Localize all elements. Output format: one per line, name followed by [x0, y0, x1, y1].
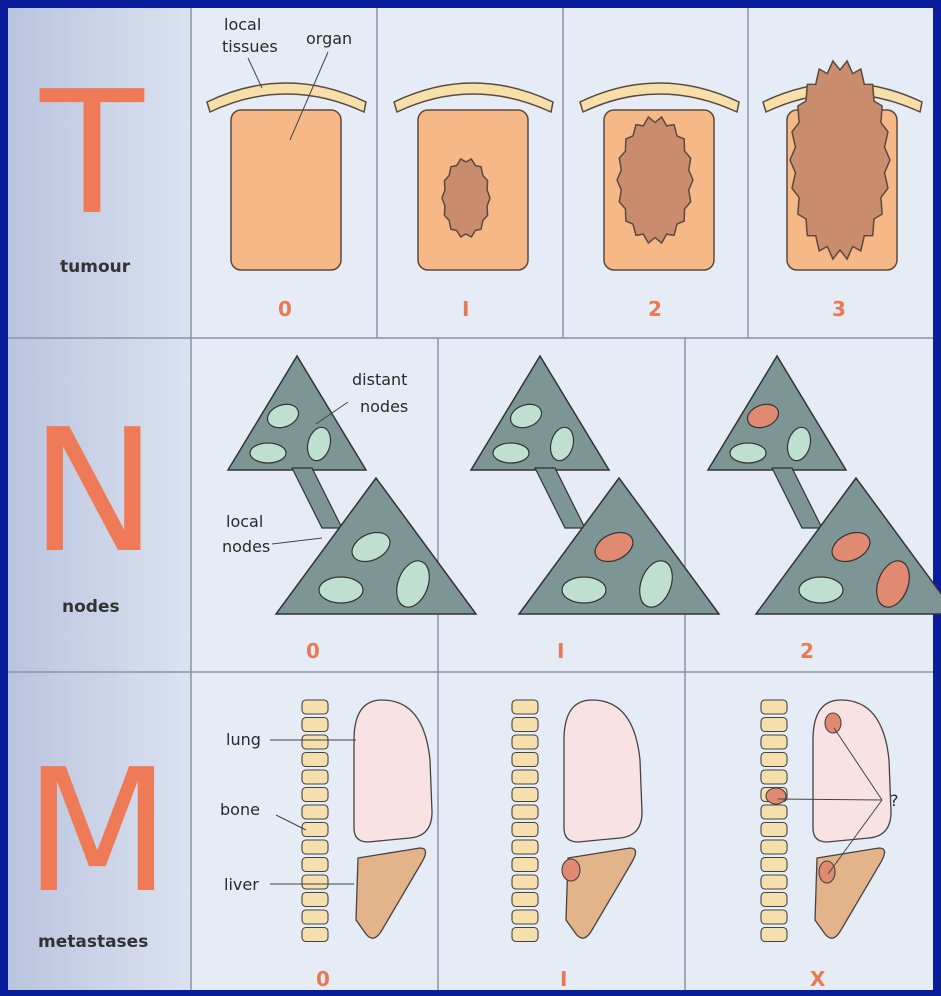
vertebra [761, 910, 787, 924]
vertebra [302, 928, 328, 942]
vertebra [302, 805, 328, 819]
vertebra [512, 735, 538, 749]
question-mark-label: ? [890, 791, 899, 810]
metastases-stage-0-label: 0 [316, 967, 330, 991]
vertebra [302, 910, 328, 924]
local-nodes-label-line2: nodes [222, 537, 270, 556]
tumour-stage-3-label: 3 [832, 297, 846, 321]
metastases-stage-x-label: X [810, 967, 826, 991]
vertebra [761, 858, 787, 872]
local-tissues-label-line1: local [224, 15, 261, 34]
lung-metastasis [825, 713, 841, 733]
vertebra [512, 770, 538, 784]
lung-label: lung [226, 730, 261, 749]
liver-metastasis [819, 861, 835, 883]
vertebra [302, 735, 328, 749]
m-letter: M [24, 733, 171, 931]
liver-metastasis [562, 859, 580, 881]
vertebra [761, 700, 787, 714]
bone-label: bone [220, 800, 260, 819]
local-node [799, 577, 843, 603]
vertebra [302, 770, 328, 784]
distant-node [730, 443, 766, 463]
vertebra [512, 858, 538, 872]
distant-nodes-label-line2: nodes [360, 397, 408, 416]
vertebra [761, 805, 787, 819]
vertebra [512, 753, 538, 767]
t-letter: T [39, 55, 145, 253]
metastases-label: metastases [38, 932, 148, 952]
tumour-stage-2-label: 2 [648, 297, 662, 321]
vertebra [512, 893, 538, 907]
distant-nodes-label-line1: distant [352, 370, 407, 389]
tumour-stage-0-label: 0 [278, 297, 292, 321]
distant-node [250, 443, 286, 463]
vertebra [761, 928, 787, 942]
vertebra [761, 823, 787, 837]
nodes-stage-2-label: 2 [800, 639, 814, 663]
vertebra [512, 910, 538, 924]
nodes-stage-1-label: I [557, 639, 564, 663]
local-node [319, 577, 363, 603]
metastases-stage-1-label: I [560, 967, 567, 991]
vertebra [512, 840, 538, 854]
organ-label: organ [306, 29, 352, 48]
vertebra [761, 770, 787, 784]
n-letter: N [30, 393, 157, 591]
vertebra [512, 805, 538, 819]
local-tissues-label-line2: tissues [222, 37, 278, 56]
vertebra [761, 718, 787, 732]
local-node [562, 577, 606, 603]
vertebra [761, 735, 787, 749]
local-nodes-label-line1: local [226, 512, 263, 531]
vertebra [512, 718, 538, 732]
vertebra [302, 718, 328, 732]
vertebra [302, 858, 328, 872]
vertebra [302, 875, 328, 889]
nodes-stage-0-label: 0 [306, 639, 320, 663]
vertebra [302, 893, 328, 907]
vertebra [512, 700, 538, 714]
vertebra [761, 840, 787, 854]
nodes-label: nodes [62, 597, 120, 617]
organ-shape [231, 110, 341, 270]
vertebra [302, 700, 328, 714]
vertebra [761, 875, 787, 889]
vertebra [512, 788, 538, 802]
vertebra [761, 893, 787, 907]
vertebra [512, 928, 538, 942]
vertebra [302, 753, 328, 767]
liver-label: liver [224, 875, 259, 894]
vertebra [302, 788, 328, 802]
vertebra [302, 840, 328, 854]
distant-node [493, 443, 529, 463]
tumour-label: tumour [60, 257, 131, 277]
vertebra [512, 823, 538, 837]
bone-metastasis [766, 788, 786, 804]
vertebra [761, 753, 787, 767]
vertebra [512, 875, 538, 889]
tumour-stage-1-label: I [462, 297, 469, 321]
